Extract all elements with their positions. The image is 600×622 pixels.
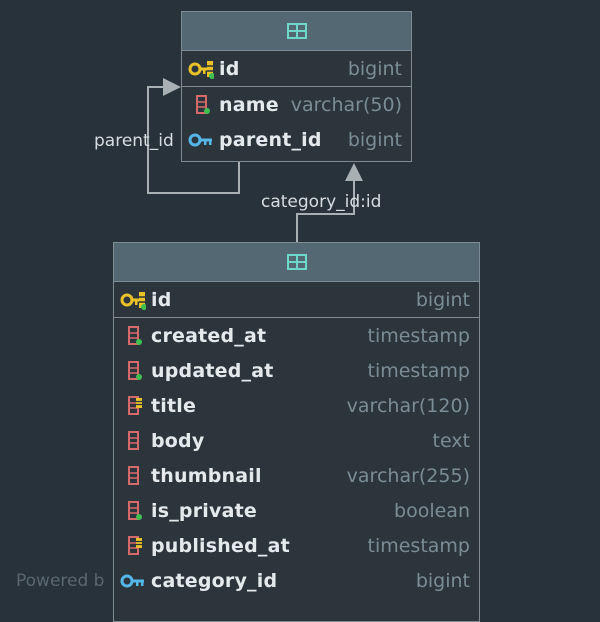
column-row[interactable]: name varchar(50) [182,87,411,122]
column-not-null-icon [128,500,142,520]
column-name: updated_at [151,359,274,382]
column-row[interactable]: id bigint [182,51,411,87]
column-row[interactable]: is_private boolean [114,493,479,528]
column-not-null-icon [128,325,142,345]
column-type: boolean [394,499,470,522]
relation-label-category-id: category_id:id [261,192,382,212]
column-row[interactable]: created_at timestamp [114,318,479,353]
column-row[interactable]: published_at timestamp [114,528,479,563]
column-name: name [219,93,279,116]
primary-key-icon [188,60,214,79]
column-type: bigint [347,128,402,151]
foreign-key-icon [188,133,212,146]
table-header[interactable] [114,243,479,282]
column-name: title [151,394,197,417]
column-not-null-icon [196,94,210,114]
column-type: text [432,429,471,452]
arrowhead-category-id [345,163,363,181]
foreign-key-icon [120,574,144,587]
column-row[interactable]: parent_id bigint [182,122,411,157]
column-name: published_at [151,534,290,557]
column-type: timestamp [367,534,471,557]
column-name: id [219,57,240,80]
relation-connectors [147,78,363,242]
column-name: body [151,429,205,452]
column-not-null-icon [128,360,142,380]
table-header[interactable] [182,12,411,51]
primary-key-icon [120,291,146,310]
column-row[interactable]: body text [114,423,479,458]
powered-by-text: Powered b [16,571,105,591]
diagram-canvas: parent_id category_id:id id bigint [16,11,480,622]
column-type: timestamp [367,324,471,347]
relation-line-category-id [296,180,355,242]
column-row[interactable]: title varchar(120) [114,388,479,423]
table-icon [286,23,307,39]
column-type: bigint [347,57,402,80]
column-name: created_at [151,324,267,347]
column-type: bigint [415,569,470,592]
column-indexed-icon [128,395,142,415]
column-icon [128,465,139,485]
column-type: varchar(255) [346,464,470,487]
column-name: thumbnail [151,464,262,487]
column-type: bigint [415,288,470,311]
column-type: timestamp [367,359,471,382]
table-post[interactable]: id bigint created_at timestamp updated_a… [113,242,480,622]
column-icon [128,430,139,450]
column-row[interactable]: updated_at timestamp [114,353,479,388]
column-indexed-icon [128,535,142,555]
column-name: is_private [151,499,257,522]
column-type: varchar(120) [346,394,470,417]
column-type: varchar(50) [290,93,402,116]
arrowhead-parent-id [163,78,181,96]
column-name: category_id [151,569,278,592]
column-name: id [151,288,172,311]
column-row[interactable]: category_id bigint [114,563,479,598]
relation-label-parent-id: parent_id [94,131,174,151]
relation-line-parent-id [147,86,240,194]
column-name: parent_id [219,128,322,151]
column-row[interactable]: thumbnail varchar(255) [114,458,479,493]
column-row[interactable]: id bigint [114,282,479,318]
table-category[interactable]: id bigint name varchar(50) parent_id big… [181,11,412,162]
table-icon [286,254,307,270]
